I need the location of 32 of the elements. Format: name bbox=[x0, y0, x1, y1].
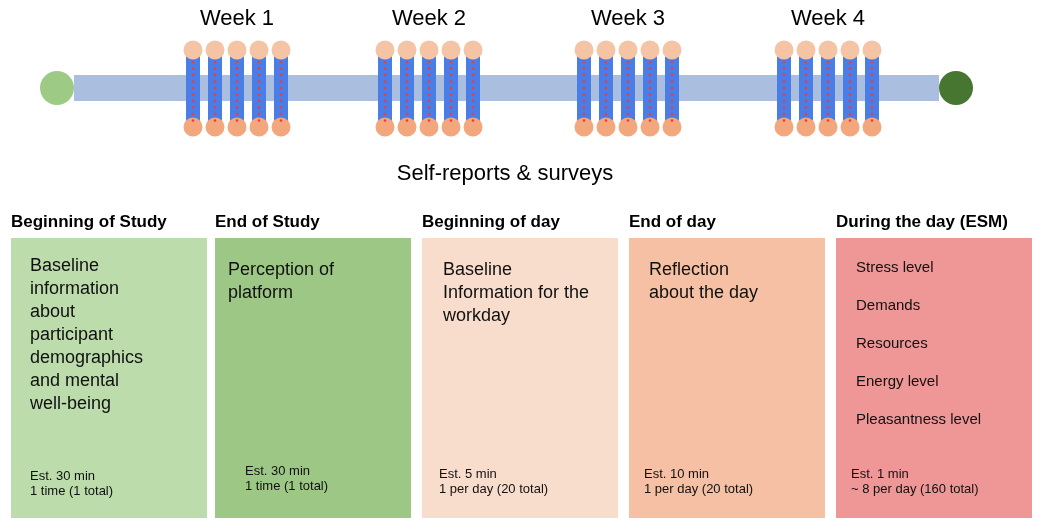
duration-text: Est. 1 min bbox=[851, 466, 909, 481]
survey-item: Energy level bbox=[856, 372, 939, 389]
card-description: Reflection about the day bbox=[649, 258, 760, 304]
card-description: Baseline Information for the workday bbox=[443, 258, 591, 327]
survey-item: Stress level bbox=[856, 258, 934, 275]
start-circle bbox=[40, 71, 74, 105]
frequency-text: 1 per day (20 total) bbox=[439, 481, 549, 496]
card-description: Baseline information about participant demographics and mental well-being bbox=[30, 254, 145, 415]
survey-item: Demands bbox=[856, 296, 921, 313]
duration-text: Est. 30 min bbox=[30, 468, 96, 483]
survey-item: Pleasantness level bbox=[856, 410, 982, 427]
card-heading: End of Study bbox=[215, 212, 320, 232]
card-heading: Beginning of Study bbox=[11, 212, 167, 232]
card-description: Perception of platform bbox=[228, 258, 336, 304]
week-label: Week 3 bbox=[590, 5, 666, 31]
frequency-text: 1 time (1 total) bbox=[30, 483, 114, 498]
frequency-text: 1 per day (20 total) bbox=[644, 481, 754, 496]
card-heading: End of day bbox=[629, 212, 716, 232]
survey-item: Resources bbox=[856, 334, 928, 351]
week-label: Week 2 bbox=[391, 5, 467, 31]
card-heading: During the day (ESM) bbox=[836, 212, 1008, 232]
week-label: Week 4 bbox=[790, 5, 866, 31]
section-title: Self-reports & surveys bbox=[396, 160, 614, 186]
card-heading: Beginning of day bbox=[422, 212, 560, 232]
duration-text: Est. 10 min bbox=[644, 466, 710, 481]
frequency-text: ~ 8 per day (160 total) bbox=[851, 481, 979, 496]
week-label: Week 1 bbox=[199, 5, 275, 31]
timeline-bar bbox=[74, 75, 939, 101]
end-circle bbox=[939, 71, 973, 105]
duration-text: Est. 5 min bbox=[439, 466, 497, 481]
frequency-text: 1 time (1 total) bbox=[245, 478, 329, 493]
duration-text: Est. 30 min bbox=[245, 463, 311, 478]
